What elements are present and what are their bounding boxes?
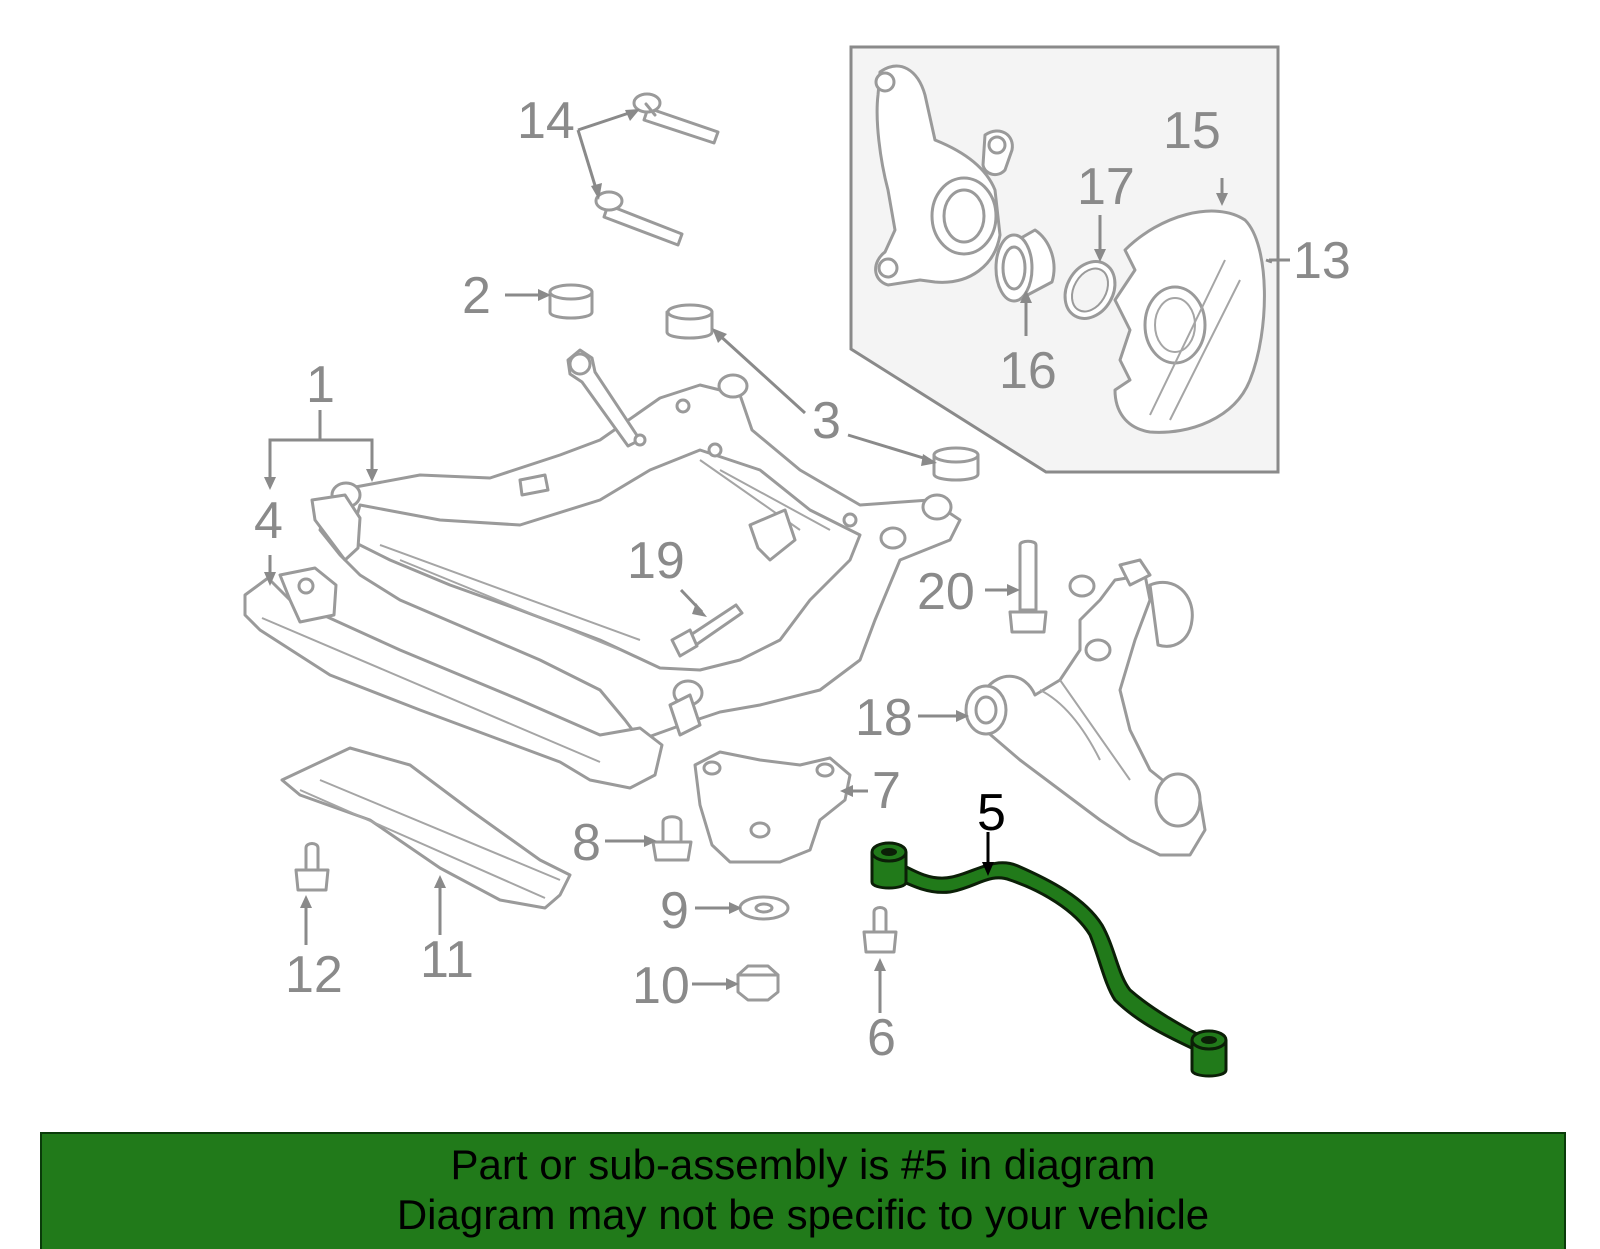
front-bumper-bar [243, 566, 664, 790]
bolt-19 [670, 603, 744, 658]
label-18: 18 [855, 689, 913, 747]
label-13: 13 [1293, 232, 1351, 290]
part-info-banner: Part or sub-assembly is #5 in diagram Di… [40, 1132, 1566, 1249]
bolt-12 [294, 842, 330, 892]
snap-ring [1063, 260, 1117, 320]
label-6: 6 [867, 1009, 896, 1067]
arrowheads [264, 109, 1228, 990]
label-9: 9 [660, 882, 689, 940]
label-15: 15 [1163, 102, 1221, 160]
label-16: 16 [999, 342, 1057, 400]
bolt-8 [651, 815, 693, 862]
lower-control-arm [964, 558, 1207, 857]
label-8: 8 [572, 814, 601, 872]
bolt-6 [862, 906, 898, 954]
label-5: 5 [977, 784, 1006, 842]
label-7: 7 [872, 762, 901, 820]
label-12: 12 [285, 946, 343, 1004]
bolt-20 [1008, 539, 1048, 634]
hub-bearing [994, 228, 1056, 303]
knuckle-bolts [594, 92, 720, 247]
part-number-labels: 1 2 3 4 5 6 7 8 9 10 11 12 13 14 15 16 1… [254, 92, 1351, 1067]
label-17: 17 [1077, 158, 1135, 216]
label-10: 10 [632, 957, 690, 1015]
nut-10 [736, 964, 780, 1002]
label-4: 4 [254, 492, 283, 550]
banner-line-disclaimer: Diagram may not be specific to your vehi… [396, 1191, 1210, 1238]
lower-plate [280, 746, 572, 910]
mount-bracket [693, 750, 852, 864]
bushing-2 [548, 283, 594, 320]
label-2: 2 [462, 267, 491, 325]
label-14: 14 [517, 92, 575, 150]
arrowhead-5 [982, 862, 994, 876]
bushing-3-upper [665, 303, 714, 340]
banner-line-part: Part or sub-assembly is #5 in diagram [450, 1141, 1156, 1188]
label-20: 20 [917, 563, 975, 621]
bushing-3-lower [932, 446, 980, 482]
dust-shield [1113, 209, 1266, 434]
label-19: 19 [627, 532, 685, 590]
leader-lines [268, 109, 1290, 1013]
steering-knuckle [874, 64, 1014, 287]
washer-9 [738, 895, 790, 921]
highlighted-part-5 [870, 841, 1228, 1078]
label-11: 11 [420, 931, 474, 989]
label-1: 1 [306, 356, 335, 414]
label-3: 3 [812, 392, 841, 450]
